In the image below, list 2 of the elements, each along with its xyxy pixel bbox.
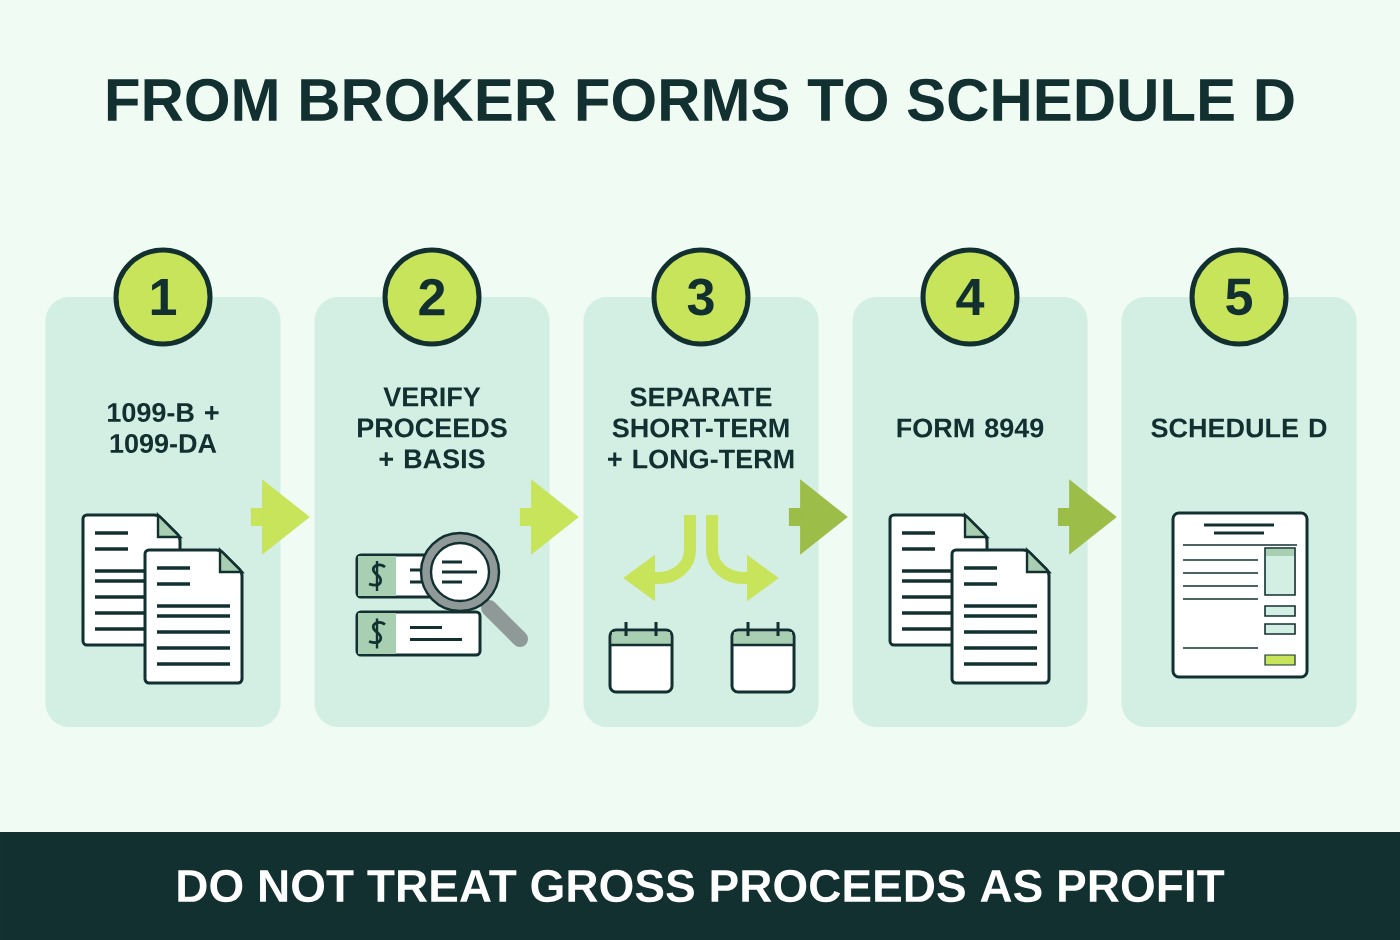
caption-banner: DO NOT TREAT GROSS PROCEEDS AS PROFIT: [0, 832, 1400, 940]
title: FROM BROKER FORMS TO SCHEDULE D: [107, 78, 1294, 122]
